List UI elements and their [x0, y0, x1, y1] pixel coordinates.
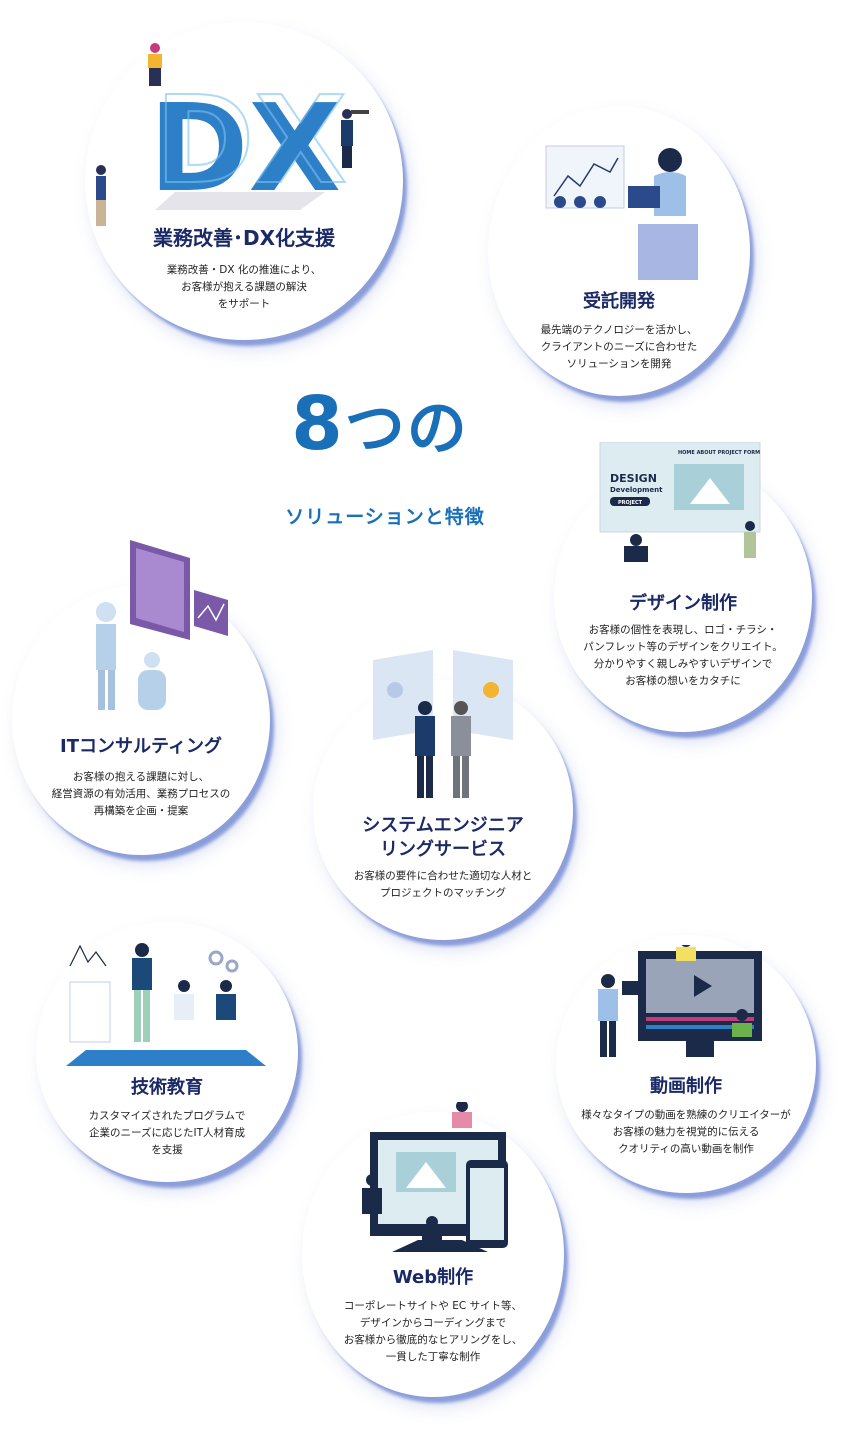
education-illustration [66, 943, 266, 1066]
person-right-head-icon [454, 701, 468, 715]
consulting-illustration [96, 540, 228, 710]
solution-card-system-engineering: システムエンジニア リングサービス お客様の要件に合わせた適切な人材と プロジェ… [313, 650, 573, 940]
person-telescope-icon [341, 109, 369, 168]
robot-small-icon [144, 652, 160, 668]
solution-card-dx: DX DX 業務改善･DX化支援 業務改善・DX 化の推進により、 お客様が抱え… [85, 22, 403, 340]
robot-head-icon [96, 602, 116, 622]
solution-card-tech-education: 技術教育 カスタマイズされたプログラムで 企業のニーズに応じたIT人材育成 を支… [36, 922, 298, 1182]
design-project-button-text: PROJECT [618, 500, 643, 506]
solution-card-contract-development: 受託開発 最先端のテクノロジーを活かし、 クライアントのニーズに合わせた ソリュ… [488, 106, 750, 396]
heading-subtitle: ソリューションと特徴 [285, 506, 485, 528]
solution-desc: 様々なタイプの動画を熟練のクリエイターが お客様の魅力を視覚的に伝える クオリテ… [581, 1109, 791, 1155]
design-line2-text: Development [610, 486, 663, 494]
design-nav-text: HOME ABOUT PROJECT FORM [678, 450, 760, 456]
solution-card-web: Web制作 コーポレートサイトや EC サイト等、 デザインからコーディングまで… [302, 1102, 564, 1397]
dx-illustration: DX DX [96, 43, 369, 226]
web-illustration [362, 1102, 508, 1252]
person-top-icon [148, 43, 162, 86]
laptop-icon [628, 186, 660, 208]
development-illustration [545, 145, 698, 280]
person-left-head-icon [418, 701, 432, 715]
solution-title: 動画制作 [650, 1076, 722, 1097]
solution-title: 受託開発 [583, 291, 655, 312]
solution-title: Web制作 [392, 1267, 474, 1288]
solution-desc: お客様の要件に合わせた適切な人材と プロジェクトのマッチング [353, 870, 533, 899]
solution-title: 技術教育 [131, 1077, 203, 1098]
solution-desc: 最先端のテクノロジーを活かし、 クライアントのニーズに合わせた ソリューションを… [540, 324, 698, 370]
solution-card-it-consulting: ITコンサルティング お客様の抱える課題に対し、 経営資源の有効活用、業務プロセ… [12, 540, 270, 855]
video-illustration [598, 945, 762, 1057]
solution-desc: お客様の抱える課題に対し、 経営資源の有効活用、業務プロセスの 再構築を企画・提… [51, 771, 231, 817]
solution-title: システムエンジニア リングサービス [362, 815, 524, 860]
solution-title: デザイン制作 [629, 593, 737, 614]
heading-number: 8つの [285, 380, 475, 467]
design-illustration: HOME ABOUT PROJECT FORM DESIGN Developme… [599, 442, 761, 562]
design-line1-text: DESIGN [610, 472, 657, 485]
heading-number-suffix: つの [344, 394, 469, 464]
solution-desc: コーポレートサイトや EC サイト等、 デザインからコーディングまで お客様から… [343, 1300, 523, 1363]
solution-desc: お客様の個性を表現し、ロゴ・チラシ・ パンフレット等のデザインをクリエイト。 分… [583, 624, 783, 687]
solution-desc: 業務改善・DX 化の推進により、 お客様が抱える課題の解決 をサポート [166, 264, 322, 310]
solution-desc: カスタマイズされたプログラムで 企業のニーズに応じたIT人材育成 を支援 [88, 1110, 246, 1156]
camera-icon [622, 981, 642, 995]
cameraman-head-icon [601, 974, 615, 988]
heading-number-digit: 8 [291, 381, 345, 467]
person-icon [630, 534, 642, 546]
gear-icon [225, 959, 239, 973]
engineering-illustration [373, 650, 513, 798]
developer-head-icon [658, 148, 682, 172]
dx-3d-text: DX [149, 80, 341, 219]
student-head-icon [178, 980, 190, 992]
solution-title: 業務改善･DX化支援 [152, 226, 336, 250]
svg-text:DX: DX [155, 72, 347, 211]
gear-icon [208, 950, 224, 966]
solution-card-design: HOME ABOUT PROJECT FORM DESIGN Developme… [554, 442, 812, 732]
person-icon [426, 1216, 438, 1228]
solution-card-video: 動画制作 様々なタイプの動画を熟練のクリエイターが お客様の魅力を視覚的に伝える… [556, 935, 816, 1193]
person-left-icon [96, 165, 106, 226]
solution-title: ITコンサルティング [60, 736, 222, 757]
teacher-head-icon [135, 943, 149, 957]
play-icon [694, 975, 712, 997]
